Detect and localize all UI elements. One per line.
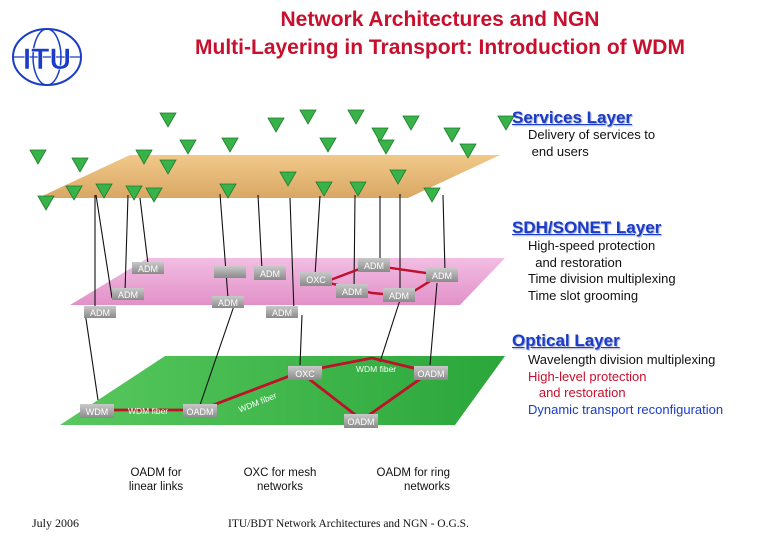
title-line-2: Multi-Layering in Transport: Introductio… bbox=[195, 36, 685, 59]
adm-label: ADM bbox=[342, 287, 362, 297]
sdh-nodes: ADM ADM ADM ADM ADM ADM OXC ADM ADM ADM … bbox=[84, 258, 458, 318]
itu-logo: ITU bbox=[12, 28, 82, 86]
wdm-fiber-label: WDM fiber bbox=[356, 364, 396, 374]
sdh-desc-line: and restoration bbox=[528, 254, 622, 270]
oadm-label: OADM bbox=[187, 407, 214, 417]
optical-desc-line: High-level protection bbox=[528, 368, 647, 384]
oadm-label: OADM bbox=[348, 417, 375, 427]
services-plane bbox=[38, 155, 500, 198]
oxc-label: OXC bbox=[306, 275, 326, 285]
adm-label: ADM bbox=[138, 264, 158, 274]
optical-layer-title: Optical Layer bbox=[512, 331, 620, 350]
sdh-desc-line: Time division multiplexing bbox=[528, 271, 676, 286]
logo-text: ITU bbox=[23, 43, 71, 76]
adm-label: ADM bbox=[272, 308, 292, 318]
drop-lines bbox=[84, 193, 446, 406]
footer-date: July 2006 bbox=[32, 516, 80, 530]
wdm-fiber-label: WDM fiber bbox=[128, 406, 168, 416]
optical-nodes: WDM OADM OXC OADM OADM WDM fiber WDM fib… bbox=[80, 364, 448, 428]
caption-ring: OADM for ring networks bbox=[376, 467, 451, 493]
adm-label: ADM bbox=[218, 298, 238, 308]
oadm-label: OADM bbox=[418, 369, 445, 379]
service-terminals bbox=[29, 109, 515, 211]
sdh-layer-desc: High-speed protection and restoration Ti… bbox=[528, 238, 676, 304]
caption-mesh: OXC for mesh networks bbox=[243, 467, 317, 493]
adm-label: ADM bbox=[90, 308, 110, 318]
optical-plane bbox=[60, 356, 505, 425]
adm-label: ADM bbox=[389, 291, 409, 301]
caption-linear: OADM for linear links bbox=[128, 467, 184, 493]
optical-layer-desc: Wavelength division multiplexing High-le… bbox=[528, 352, 723, 418]
wdm-label: WDM bbox=[86, 407, 109, 417]
sdh-layer-title: SDH/SONET Layer bbox=[512, 218, 662, 237]
services-layer-title: Services Layer bbox=[512, 108, 633, 127]
services-layer-desc: Delivery of services to end users bbox=[528, 127, 656, 159]
footer-source: ITU/BDT Network Architectures and NGN - … bbox=[228, 518, 469, 530]
page-title: Network Architectures and NGN Multi-Laye… bbox=[100, 6, 780, 62]
title-line-1: Network Architectures and NGN bbox=[280, 8, 600, 31]
optical-desc-line: Dynamic transport reconfiguration bbox=[528, 401, 724, 417]
oxc-label: OXC bbox=[295, 369, 315, 379]
adm-label: ADM bbox=[118, 290, 138, 300]
adm-label: ADM bbox=[260, 269, 280, 279]
adm-label: ADM bbox=[364, 261, 384, 271]
adm-label: ADM bbox=[432, 271, 452, 281]
optical-desc-line: Wavelength division multiplexing bbox=[528, 352, 716, 367]
optical-desc-line: and restoration bbox=[528, 385, 626, 400]
sdh-desc-line: High-speed protection bbox=[528, 238, 656, 253]
sdh-desc-line: Time slot grooming bbox=[528, 287, 639, 303]
